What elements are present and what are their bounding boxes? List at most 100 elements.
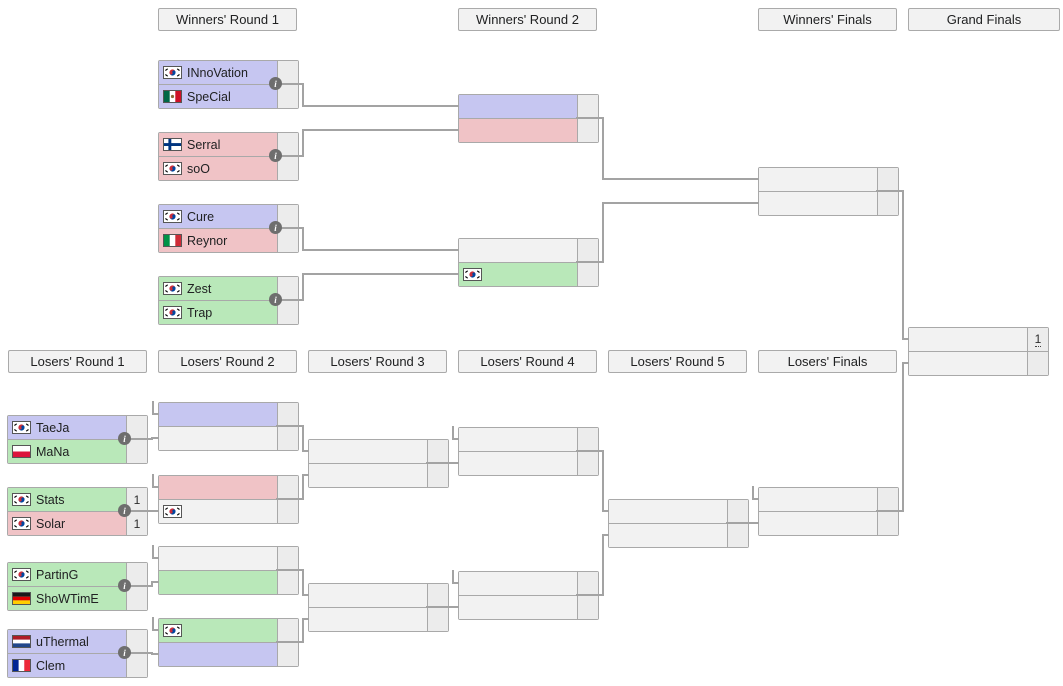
player-name[interactable]: Zest — [187, 281, 212, 296]
connector-line — [602, 202, 604, 263]
player-name[interactable]: SpeCial — [187, 89, 231, 104]
connector-line — [302, 594, 309, 596]
player-name[interactable]: Stats — [36, 492, 65, 507]
connector-line — [602, 534, 609, 536]
connector-line — [902, 190, 904, 340]
match-wr2m2 — [458, 238, 599, 287]
connector-line — [151, 510, 159, 512]
player-row: TaeJa — [8, 416, 147, 439]
flag-nl-icon — [12, 635, 31, 648]
player-cell — [459, 428, 577, 451]
match-info-icon[interactable]: i — [269, 77, 282, 90]
player-name[interactable]: Solar — [36, 516, 66, 531]
score-cell — [277, 547, 298, 570]
empty-player-row — [609, 523, 748, 547]
player-cell — [759, 512, 877, 535]
player-name[interactable]: soO — [187, 161, 210, 176]
flag-kr-icon — [163, 624, 182, 637]
player-name[interactable]: uThermal — [36, 634, 89, 649]
score-cell — [126, 416, 147, 439]
score-cell — [877, 512, 898, 535]
match-lr5 — [608, 499, 749, 548]
score-cell — [727, 500, 748, 523]
empty-player-row — [759, 191, 898, 215]
player-row: ShoWTimE — [8, 586, 147, 610]
player-cell — [309, 584, 427, 607]
flag-kr-icon — [163, 162, 182, 175]
connector-line — [902, 338, 909, 340]
round-header-wr2: Winners' Round 2 — [458, 8, 597, 31]
match-info-icon[interactable]: i — [118, 432, 131, 445]
empty-player-row — [309, 440, 448, 463]
player-cell: MaNa — [8, 440, 126, 463]
round-header-lr4: Losers' Round 4 — [458, 350, 597, 373]
score-cell — [277, 500, 298, 523]
match-info-icon[interactable]: i — [269, 221, 282, 234]
score-cell — [577, 428, 598, 451]
score-cell — [427, 608, 448, 631]
score-cell — [877, 488, 898, 511]
player-row: Zest — [159, 277, 298, 300]
score-cell — [577, 263, 598, 286]
player-cell — [459, 572, 577, 595]
match-info-icon[interactable]: i — [118, 504, 131, 517]
flag-pl-icon — [12, 445, 31, 458]
player-cell — [309, 608, 427, 631]
player-name[interactable]: Reynor — [187, 233, 228, 248]
score-cell — [126, 654, 147, 677]
player-name[interactable]: Trap — [187, 305, 213, 320]
player-name[interactable]: Serral — [187, 137, 221, 152]
player-cell — [909, 328, 1027, 351]
drop-connector-line — [152, 629, 159, 631]
connector-line — [726, 522, 754, 524]
empty-player-row — [759, 511, 898, 535]
flag-it-icon — [163, 234, 182, 247]
connector-line — [302, 474, 304, 500]
drop-connector-line — [152, 474, 154, 487]
connector-line — [302, 227, 304, 251]
flag-kr-icon — [12, 493, 31, 506]
empty-player-row — [309, 463, 448, 487]
player-cell: Reynor — [159, 229, 277, 252]
player-name[interactable]: MaNa — [36, 444, 70, 459]
connector-line — [302, 474, 309, 476]
player-name[interactable]: PartinG — [36, 567, 79, 582]
drop-connector-line — [152, 413, 159, 415]
empty-player-row — [159, 499, 298, 523]
drop-connector-line — [152, 486, 159, 488]
connector-line — [752, 522, 759, 524]
player-name[interactable]: TaeJa — [36, 420, 70, 435]
player-cell — [609, 524, 727, 547]
connector-line — [302, 425, 304, 452]
connector-line — [302, 129, 459, 131]
connector-line — [276, 641, 304, 643]
connector-line — [125, 438, 153, 440]
empty-player-row — [759, 488, 898, 511]
player-cell: Cure — [159, 205, 277, 228]
drop-connector-line — [152, 545, 154, 558]
player-name[interactable]: Clem — [36, 658, 66, 673]
player-name[interactable]: INnoVation — [187, 65, 248, 80]
player-cell — [759, 192, 877, 215]
player-cell — [909, 352, 1027, 375]
connector-line — [302, 249, 459, 251]
player-name[interactable]: ShoWTimE — [36, 591, 99, 606]
match-info-icon[interactable]: i — [118, 646, 131, 659]
connector-line — [426, 462, 454, 464]
score-cell: 1 — [126, 488, 147, 511]
player-cell — [159, 500, 277, 523]
player-cell: TaeJa — [8, 416, 126, 439]
score-cell — [277, 133, 298, 156]
match-info-icon[interactable]: i — [269, 293, 282, 306]
player-name[interactable]: Cure — [187, 209, 215, 224]
connector-line — [151, 437, 159, 439]
match-info-icon[interactable]: i — [118, 579, 131, 592]
player-row: PartinG — [8, 563, 147, 586]
empty-player-row — [159, 426, 298, 450]
score-cell — [277, 427, 298, 450]
connector-line — [151, 581, 159, 583]
player-cell — [459, 119, 577, 142]
match-info-icon[interactable]: i — [269, 149, 282, 162]
